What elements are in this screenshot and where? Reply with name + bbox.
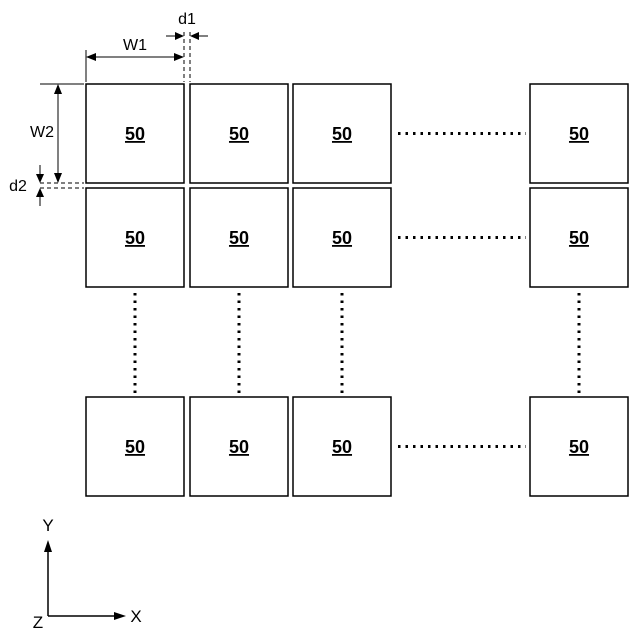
d1-label: d1 bbox=[178, 11, 196, 28]
w1-arrow-right bbox=[174, 53, 184, 61]
d2-label: d2 bbox=[9, 178, 27, 195]
cell-label-r3-c2: 50 bbox=[229, 437, 249, 457]
cell-label-r1-c1: 50 bbox=[125, 124, 145, 144]
d2-arrow-bottom bbox=[36, 188, 44, 197]
w1-arrow-left bbox=[86, 53, 96, 61]
x-axis-arrow-icon bbox=[114, 612, 126, 620]
cell-label-r2-c4: 50 bbox=[569, 228, 589, 248]
cell-label-r2-c2: 50 bbox=[229, 228, 249, 248]
y-axis-arrow-icon bbox=[44, 540, 52, 552]
d1-arrow-left bbox=[175, 32, 184, 40]
coordinate-axes: Y X Z bbox=[33, 516, 142, 632]
w2-arrow-bottom bbox=[54, 173, 62, 183]
cell-label-r3-c3: 50 bbox=[332, 437, 352, 457]
x-axis-label: X bbox=[130, 607, 141, 626]
cell-label-r2-c1: 50 bbox=[125, 228, 145, 248]
cell-label-r3-c1: 50 bbox=[125, 437, 145, 457]
d1-arrow-right bbox=[190, 32, 199, 40]
w2-label: W2 bbox=[30, 124, 54, 141]
cell-label-r1-c2: 50 bbox=[229, 124, 249, 144]
cell-label-r2-c3: 50 bbox=[332, 228, 352, 248]
cell-grid bbox=[86, 84, 628, 496]
cell-label-r1-c4: 50 bbox=[569, 124, 589, 144]
cell-label-r3-c4: 50 bbox=[569, 437, 589, 457]
cell-label-r1-c3: 50 bbox=[332, 124, 352, 144]
w1-label: W1 bbox=[123, 37, 147, 54]
y-axis-label: Y bbox=[42, 516, 53, 535]
w2-arrow-top bbox=[54, 84, 62, 94]
d2-arrow-top bbox=[36, 174, 44, 183]
z-axis-label: Z bbox=[33, 613, 43, 632]
